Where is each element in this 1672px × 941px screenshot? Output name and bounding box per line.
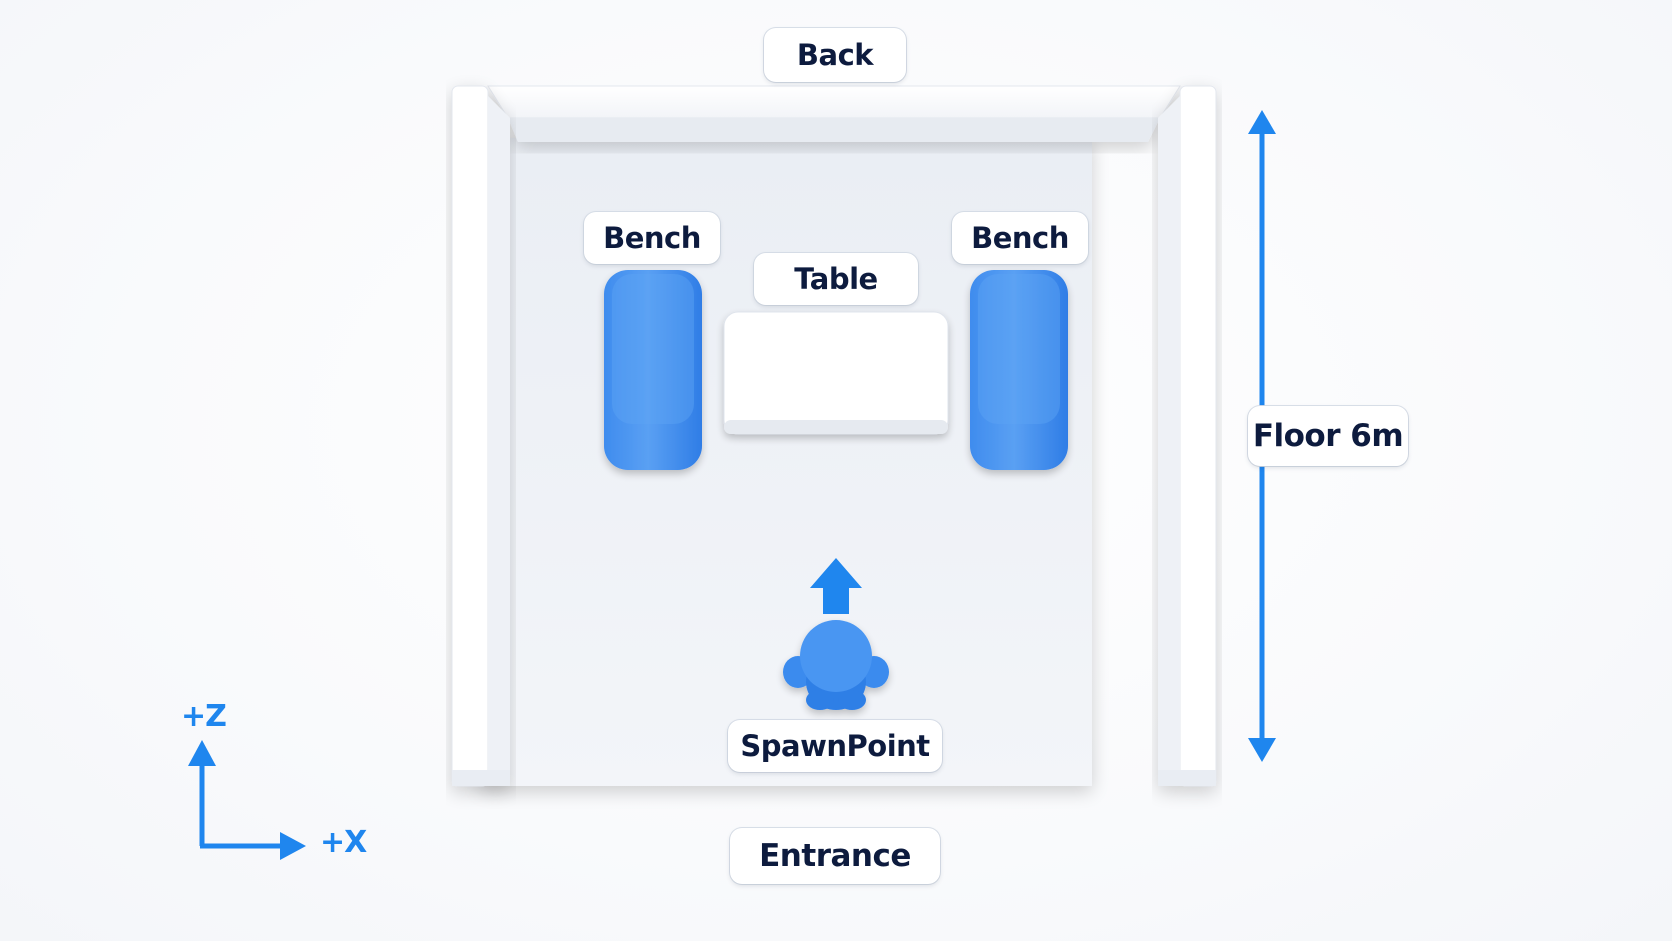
bench-left — [604, 270, 702, 470]
back-wall — [487, 85, 1181, 142]
label-spawn-point: SpawnPoint — [728, 720, 942, 772]
label-floor-dimension: Floor 6m — [1248, 406, 1408, 466]
label-bench-left: Bench — [584, 212, 720, 264]
label-bench-right: Bench — [952, 212, 1088, 264]
left-wall — [451, 85, 510, 787]
table — [723, 311, 949, 435]
label-back: Back — [764, 28, 906, 82]
label-entrance: Entrance — [730, 828, 940, 884]
axis-label-x: +X — [320, 825, 367, 860]
bench-right — [970, 270, 1068, 470]
axis-label-z: +Z — [181, 699, 227, 734]
person-figure-icon — [783, 620, 889, 710]
up-arrow-icon — [810, 558, 862, 614]
right-wall — [1158, 85, 1217, 787]
label-table: Table — [754, 253, 918, 305]
axis-indicator — [188, 740, 306, 860]
